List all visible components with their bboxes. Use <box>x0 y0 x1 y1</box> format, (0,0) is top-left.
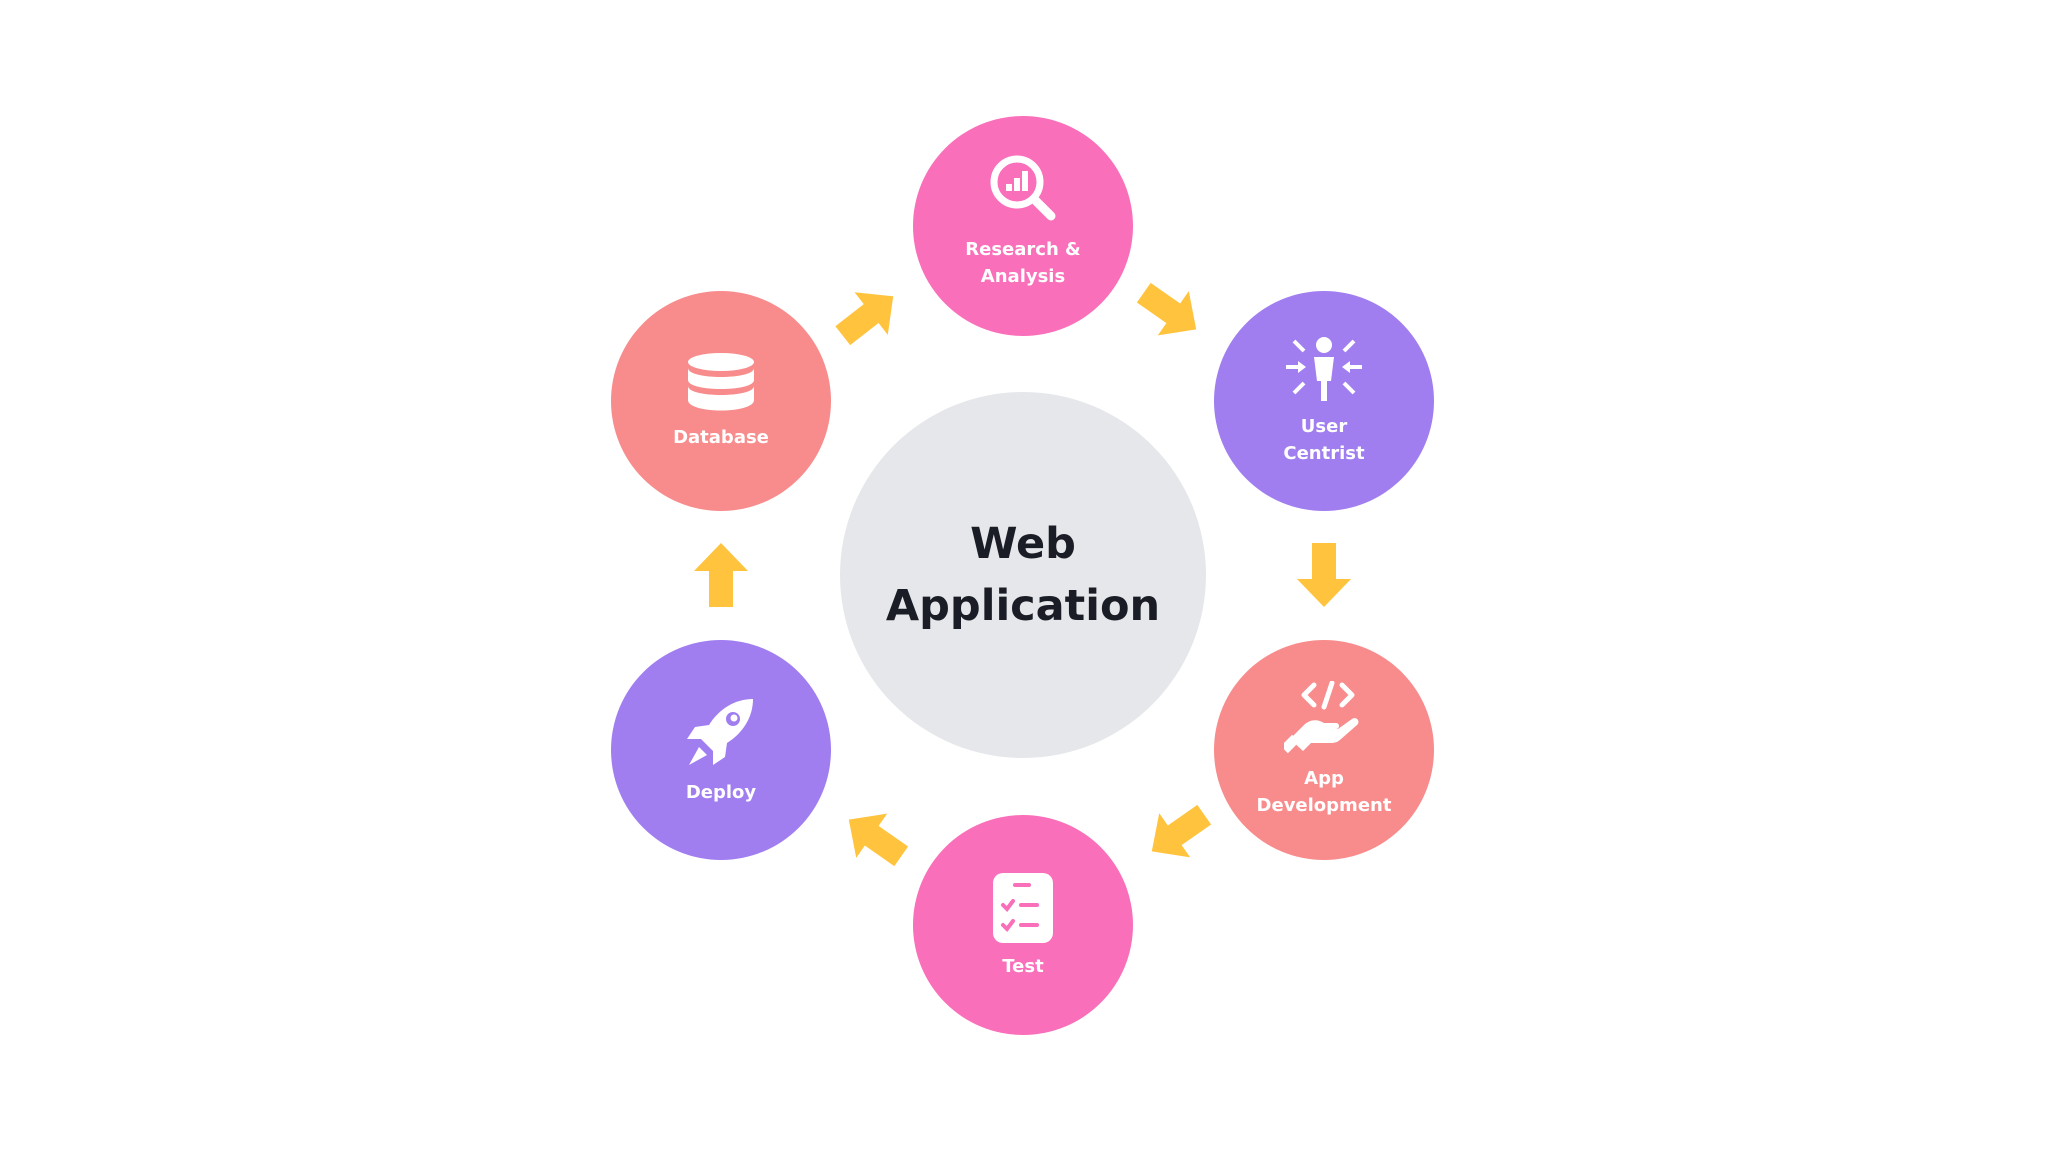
step-database: Database <box>611 291 831 511</box>
arrow-user-to-appdev <box>1297 543 1351 607</box>
user-label-line1: User <box>1300 416 1348 437</box>
test-label: Test <box>1002 955 1044 977</box>
step-deploy: Deploy <box>611 640 831 860</box>
center-title-line2: Application <box>885 581 1161 631</box>
arrow-research-to-user <box>1128 270 1212 352</box>
research-label-line2: Analysis <box>980 266 1066 287</box>
rocket-icon <box>687 698 753 765</box>
research-label-line1: Research & <box>965 239 1081 260</box>
center-title-line1: Web <box>970 519 1076 569</box>
hand-code-icon <box>1284 681 1359 754</box>
arrow-deploy-to-database <box>694 543 748 607</box>
appdev-label-line1: App <box>1304 768 1344 789</box>
deploy-label: Deploy <box>685 781 757 803</box>
magnifier-chart-icon <box>990 155 1056 221</box>
user-focus-icon <box>1286 337 1362 401</box>
arrow-database-to-research <box>826 275 910 357</box>
step-research-analysis: Research & Analysis <box>913 116 1133 336</box>
appdev-label-line2: Development <box>1256 795 1392 816</box>
database-icon <box>688 352 754 410</box>
checklist-icon <box>993 872 1053 943</box>
database-label: Database <box>673 426 769 448</box>
arrow-appdev-to-test <box>1136 792 1220 874</box>
step-test: Test <box>913 815 1133 1035</box>
arrow-test-to-deploy <box>833 797 917 879</box>
center-web-application: Web Application <box>840 392 1206 758</box>
user-label-line2: Centrist <box>1283 443 1365 464</box>
